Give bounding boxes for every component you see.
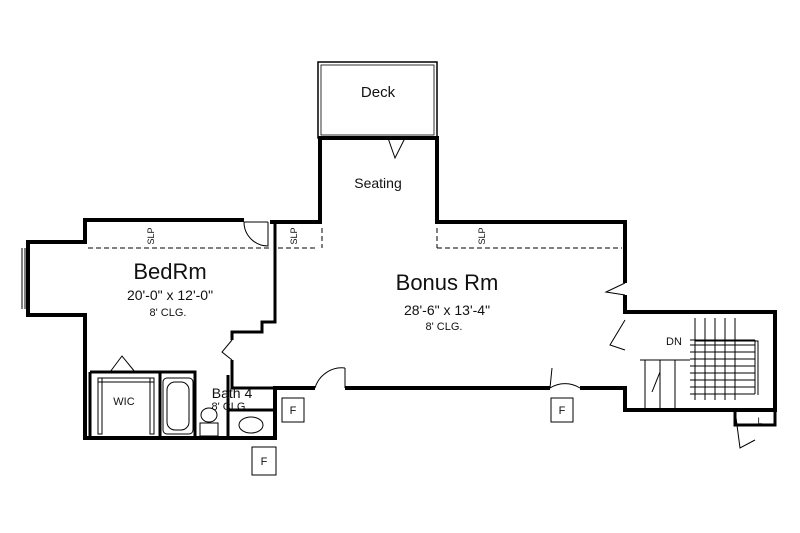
bay-window: [21, 248, 26, 309]
wall-east-bonus: [270, 136, 627, 283]
interior-walls: [88, 222, 777, 438]
stairs: [640, 318, 759, 410]
wall-north-west: [26, 218, 315, 440]
bonus-room-size: 28'-6" x 13'-4": [404, 302, 490, 318]
bonus-room-name: Bonus Rm: [396, 270, 499, 295]
slope-lines: [88, 228, 622, 249]
furnace-boxes: [251, 397, 574, 476]
wic-label: WIC: [113, 396, 134, 408]
bath-name: Bath 4: [212, 385, 253, 401]
bedroom-name: BedRm: [133, 259, 206, 284]
deck-area: [317, 61, 438, 139]
bonus-room-ceiling: 8' CLG.: [426, 321, 463, 333]
seating-label: Seating: [354, 175, 401, 191]
slp-label-bonus: SLP: [477, 227, 487, 244]
slp-label-seating: SLP: [289, 227, 299, 244]
bath-fixtures: [97, 377, 264, 437]
furnace-label-2: F: [559, 405, 566, 417]
furnace-label-1: F: [290, 405, 297, 417]
furnace-label-3: F: [261, 456, 268, 468]
bedroom-size: 20'-0" x 12'-0": [127, 287, 213, 303]
deck-label: Deck: [361, 84, 396, 101]
stairs-down-label: DN: [666, 336, 682, 348]
bath-ceiling: 8' CLG.: [212, 401, 249, 413]
slp-label-bedroom: SLP: [146, 227, 156, 244]
bedroom-ceiling: 8' CLG.: [150, 307, 187, 319]
linen-label: L: [757, 416, 762, 426]
doors: [109, 137, 756, 449]
